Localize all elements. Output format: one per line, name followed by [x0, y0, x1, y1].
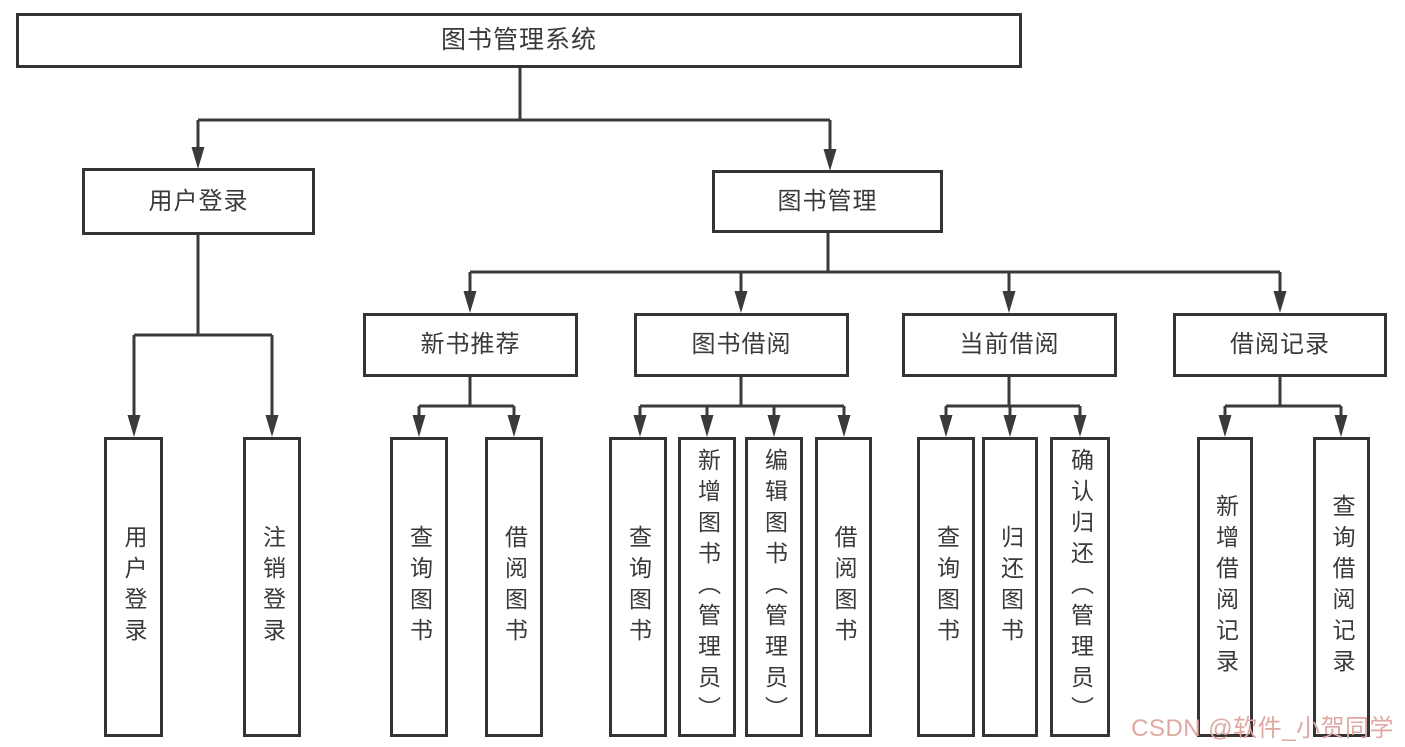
- leaf-return-book: 归还图书: [982, 437, 1038, 737]
- connector-strokes: [132, 67, 1343, 418]
- connector-borrow-records-to-leaves: [1223, 377, 1343, 418]
- node-new-book-recommend: 新书推荐: [363, 313, 578, 377]
- connector-root-to-level2: [196, 67, 832, 152]
- arrowhead: [1003, 415, 1017, 437]
- node-label: 用户登录: [148, 187, 249, 215]
- connector-book-management-to-level3: [468, 233, 1282, 294]
- node-label: 图书管理: [777, 187, 878, 215]
- connector-book-borrow-to-leaves: [638, 377, 846, 418]
- node-book-borrow: 图书借阅: [634, 313, 849, 377]
- node-label: 用户登录: [121, 525, 147, 649]
- leaf-borrow-book: 借阅图书: [815, 437, 872, 737]
- arrowhead: [463, 291, 477, 313]
- arrowhead: [1002, 291, 1016, 313]
- leaf-user-login: 用户登录: [104, 437, 163, 737]
- node-label: 借阅记录: [1230, 331, 1330, 358]
- node-label: 借阅图书: [501, 525, 528, 649]
- arrowhead: [127, 415, 141, 437]
- arrowhead: [837, 415, 851, 437]
- node-borrow-records: 借阅记录: [1173, 313, 1387, 377]
- arrowhead: [823, 149, 837, 171]
- node-label: 归还图书: [997, 525, 1024, 649]
- leaf-query-book-recommend: 查询图书: [390, 437, 448, 737]
- leaf-add-book-admin: 新增图书（管理员）: [678, 437, 736, 737]
- node-book-management: 图书管理: [712, 170, 943, 233]
- node-label: 新增图书（管理员）: [694, 447, 721, 727]
- arrowhead: [1334, 415, 1348, 437]
- node-label: 查询借阅记录: [1329, 494, 1355, 680]
- node-label: 注销登录: [259, 525, 286, 649]
- node-label: 查询图书: [406, 525, 433, 649]
- leaf-logout: 注销登录: [243, 437, 301, 737]
- node-label: 新书推荐: [420, 331, 521, 358]
- node-label: 借阅图书: [831, 525, 857, 649]
- connector-new-book-recommend-to-leaves: [417, 377, 516, 418]
- arrowhead: [700, 415, 714, 437]
- arrowhead: [191, 147, 205, 169]
- node-label: 图书借阅: [691, 331, 792, 358]
- arrowhead: [734, 291, 748, 313]
- arrowhead: [265, 415, 279, 437]
- arrowhead: [412, 415, 426, 437]
- node-label: 编辑图书（管理员）: [761, 447, 788, 727]
- arrowheads: [127, 147, 1348, 437]
- node-label: 查询图书: [625, 525, 652, 649]
- node-label: 查询图书: [933, 525, 960, 649]
- connector-user-login-to-leaves: [132, 235, 274, 418]
- node-label: 确认归还（管理员）: [1067, 447, 1094, 727]
- node-label: 新增借阅记录: [1212, 494, 1239, 680]
- arrowhead: [1273, 291, 1287, 313]
- connector-current-borrow-to-leaves: [944, 377, 1082, 418]
- arrowhead: [1073, 415, 1087, 437]
- csdn-watermark: CSDN @软件_小贺同学: [1131, 715, 1394, 742]
- arrowhead: [767, 415, 781, 437]
- arrowhead: [1218, 415, 1232, 437]
- node-user-login: 用户登录: [82, 168, 315, 235]
- node-label: 图书管理系统: [440, 26, 597, 54]
- leaf-query-book-borrow: 查询图书: [609, 437, 667, 737]
- arrowhead: [939, 415, 953, 437]
- node-current-borrow: 当前借阅: [902, 313, 1117, 377]
- arrowhead: [507, 415, 521, 437]
- leaf-borrow-book-recommend: 借阅图书: [485, 437, 543, 737]
- leaf-query-borrow-record: 查询借阅记录: [1313, 437, 1370, 737]
- leaf-query-book-current: 查询图书: [917, 437, 975, 737]
- arrowhead: [633, 415, 647, 437]
- leaf-edit-book-admin: 编辑图书（管理员）: [745, 437, 803, 737]
- leaf-confirm-return-admin: 确认归还（管理员）: [1050, 437, 1110, 737]
- node-label: 当前借阅: [959, 331, 1060, 358]
- leaf-add-borrow-record: 新增借阅记录: [1197, 437, 1253, 737]
- node-library-management-system: 图书管理系统: [16, 13, 1022, 68]
